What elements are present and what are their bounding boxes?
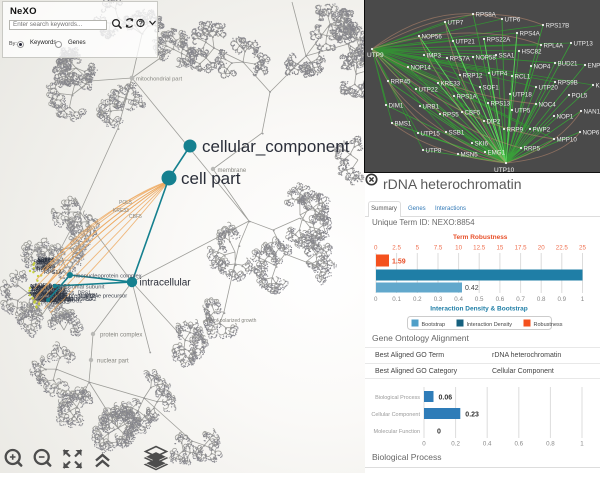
- svg-text:?: ?: [139, 21, 143, 28]
- svg-text:NOP14: NOP14: [411, 65, 432, 72]
- svg-text:NAN1: NAN1: [584, 109, 600, 116]
- svg-text:5: 5: [416, 245, 420, 252]
- svg-text:Molecular Function: Molecular Function: [374, 429, 420, 435]
- svg-text:1: 1: [581, 296, 585, 303]
- svg-text:17.5: 17.5: [515, 245, 528, 252]
- svg-text:0.5: 0.5: [475, 296, 484, 303]
- svg-text:KRE33: KRE33: [441, 81, 461, 88]
- svg-text:KR: KR: [596, 83, 600, 90]
- svg-text:DIM1: DIM1: [389, 103, 404, 110]
- svg-text:SKI6: SKI6: [475, 141, 489, 148]
- svg-text:RPS5: RPS5: [443, 112, 460, 119]
- svg-text:22.5: 22.5: [556, 245, 569, 252]
- svg-text:12.5: 12.5: [473, 245, 486, 252]
- svg-text:0.6: 0.6: [514, 441, 523, 448]
- svg-text:UTP6: UTP6: [505, 17, 521, 24]
- svg-text:0.1: 0.1: [392, 296, 401, 303]
- svg-text:UTP5: UTP5: [515, 108, 531, 115]
- svg-text:2.5: 2.5: [392, 245, 401, 252]
- svg-text:PWP2: PWP2: [533, 127, 551, 134]
- svg-text:UTP21: UTP21: [456, 39, 476, 46]
- svg-text:ENP1: ENP1: [588, 63, 600, 70]
- svg-text:RPS7A: RPS7A: [450, 56, 471, 63]
- svg-text:UTP8: UTP8: [426, 148, 442, 155]
- svg-text:RRP12: RRP12: [463, 73, 484, 80]
- svg-text:Interaction Density: Interaction Density: [467, 322, 513, 328]
- svg-text:HSC82: HSC82: [522, 49, 543, 56]
- svg-text:0.7: 0.7: [516, 296, 525, 303]
- svg-text:RPS1A: RPS1A: [457, 94, 478, 101]
- svg-text:POL5: POL5: [572, 93, 588, 100]
- svg-text:RRP5: RRP5: [524, 146, 541, 153]
- svg-text:NOP56: NOP56: [422, 34, 443, 41]
- svg-text:0.4: 0.4: [454, 296, 463, 303]
- svg-text:0.9: 0.9: [557, 296, 566, 303]
- svg-text:RRP9: RRP9: [507, 127, 524, 134]
- svg-text:RPS4A: RPS4A: [520, 31, 541, 38]
- svg-text:UTP20: UTP20: [539, 85, 559, 92]
- svg-text:Cellular Component: Cellular Component: [371, 412, 420, 418]
- svg-text:UTP15: UTP15: [421, 131, 441, 138]
- svg-text:EMG1: EMG1: [488, 150, 506, 157]
- svg-text:UTP13: UTP13: [574, 41, 594, 48]
- svg-text:IMP3: IMP3: [427, 53, 442, 60]
- svg-text:0.8: 0.8: [546, 441, 555, 448]
- svg-text:SOF1: SOF1: [483, 85, 500, 92]
- svg-text:UTP22: UTP22: [419, 87, 439, 94]
- svg-text:0.2: 0.2: [451, 441, 460, 448]
- svg-text:1: 1: [580, 441, 584, 448]
- svg-text:0.6: 0.6: [496, 296, 505, 303]
- svg-text:URB1: URB1: [423, 104, 440, 111]
- svg-text:UTP9: UTP9: [367, 52, 384, 59]
- svg-text:0: 0: [437, 429, 441, 436]
- svg-text:Term Robustness: Term Robustness: [453, 234, 508, 241]
- svg-text:0.3: 0.3: [434, 296, 443, 303]
- svg-text:BUD21: BUD21: [558, 61, 579, 68]
- svg-text:RPS8A: RPS8A: [476, 12, 497, 19]
- svg-text:0.8: 0.8: [537, 296, 546, 303]
- svg-text:0.4: 0.4: [483, 441, 492, 448]
- svg-text:0: 0: [422, 441, 426, 448]
- svg-text:RPS9B: RPS9B: [558, 80, 578, 87]
- svg-text:NOC4: NOC4: [539, 102, 557, 109]
- svg-text:NOP6: NOP6: [583, 130, 600, 137]
- svg-text:BMS1: BMS1: [395, 121, 412, 128]
- svg-text:SSA1: SSA1: [499, 53, 515, 60]
- svg-text:0: 0: [374, 245, 378, 252]
- svg-text:0.42: 0.42: [465, 285, 479, 292]
- svg-text:CBF5: CBF5: [465, 110, 481, 117]
- svg-text:RPS17B: RPS17B: [546, 23, 570, 30]
- svg-text:20: 20: [538, 245, 545, 252]
- svg-text:25: 25: [579, 245, 586, 252]
- svg-text:RCL1: RCL1: [515, 74, 531, 81]
- svg-text:DIP2: DIP2: [487, 119, 501, 126]
- svg-text:10: 10: [455, 245, 462, 252]
- svg-text:NOP1: NOP1: [557, 114, 574, 121]
- svg-text:SSB1: SSB1: [449, 130, 465, 137]
- svg-text:0: 0: [374, 296, 378, 303]
- svg-text:UTP18: UTP18: [513, 92, 533, 99]
- svg-text:Robustness: Robustness: [534, 322, 563, 328]
- svg-text:0.2: 0.2: [413, 296, 422, 303]
- svg-text:MPP10: MPP10: [557, 137, 578, 144]
- svg-text:Biological Process: Biological Process: [375, 395, 420, 401]
- svg-text:Bootstrap: Bootstrap: [422, 322, 446, 328]
- svg-text:UTP7: UTP7: [448, 20, 464, 27]
- svg-text:7.5: 7.5: [434, 245, 443, 252]
- svg-text:0.06: 0.06: [439, 395, 453, 402]
- svg-text:RPS22A: RPS22A: [487, 37, 512, 44]
- svg-text:NOP58: NOP58: [476, 55, 497, 62]
- svg-text:15: 15: [496, 245, 503, 252]
- svg-text:0.23: 0.23: [465, 412, 479, 419]
- svg-text:RRP45: RRP45: [391, 79, 412, 86]
- svg-text:Interaction Density & Bootstra: Interaction Density & Bootstrap: [430, 306, 528, 313]
- svg-text:RPS13: RPS13: [491, 101, 511, 108]
- svg-text:UTP4: UTP4: [492, 71, 508, 78]
- svg-text:NOP4: NOP4: [534, 64, 551, 71]
- svg-text:RPL4A: RPL4A: [544, 43, 564, 50]
- svg-text:MSN5: MSN5: [461, 152, 479, 159]
- svg-text:1.59: 1.59: [392, 259, 406, 266]
